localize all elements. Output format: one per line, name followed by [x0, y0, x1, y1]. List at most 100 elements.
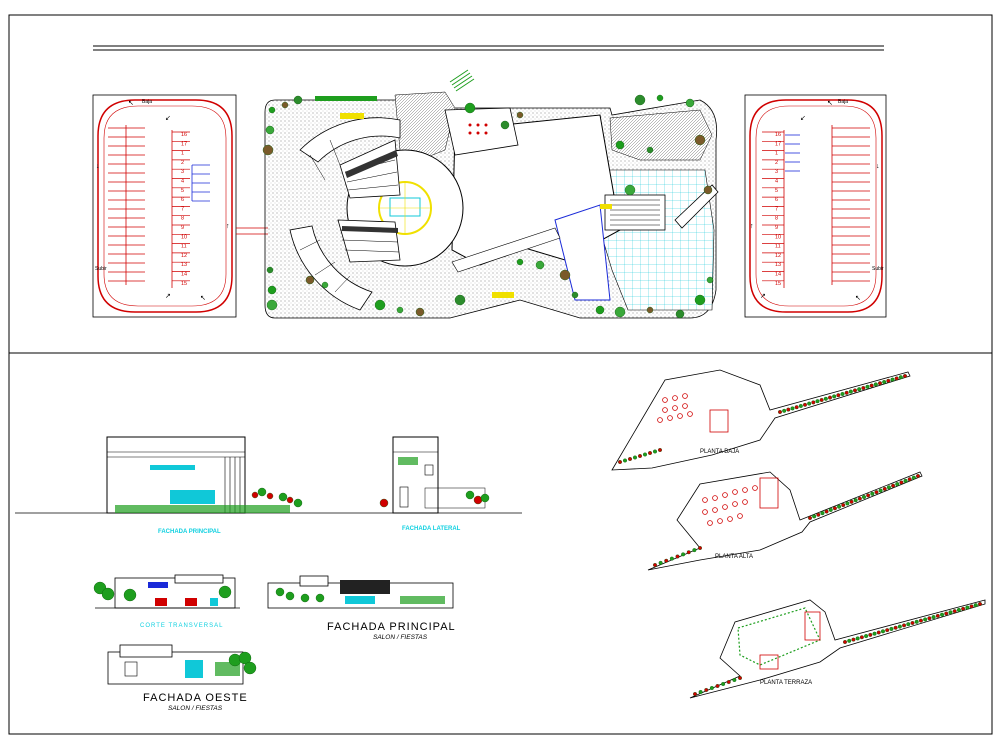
tree-icon [704, 688, 709, 693]
tree-icon [285, 591, 295, 601]
tree-icon [218, 585, 232, 599]
tree-icon [903, 478, 908, 483]
tree-icon [265, 125, 275, 135]
parking-space-number: 1 [181, 151, 184, 157]
table-icon [702, 509, 708, 515]
parking-space-number: 9 [775, 225, 778, 231]
label-fachada-oeste: FACHADA OESTE [143, 692, 248, 704]
parking-space-number: 3 [181, 169, 184, 175]
tree-icon [956, 607, 961, 612]
parking-space-number: 15 [775, 281, 781, 287]
tree-icon [669, 556, 674, 561]
parking-space-number: 14 [181, 272, 187, 278]
parking-space-number: 2 [181, 160, 184, 166]
tree-icon [732, 678, 737, 683]
label-corte-transversal: CORTE TRANSVERSAL [140, 623, 223, 629]
tree-icon [841, 503, 846, 508]
table-icon [732, 501, 738, 507]
elevation-oeste: FACHADA OESTE SALON / FIESTAS [107, 644, 257, 712]
tree-icon [293, 95, 303, 105]
tree-icon [940, 612, 945, 617]
parking-space-number: 11 [181, 244, 187, 250]
parking-space-number: 16 [181, 132, 187, 138]
tree-icon [889, 626, 894, 631]
tree-icon [965, 605, 970, 610]
tree-icon [623, 458, 628, 463]
tree-icon [778, 410, 783, 415]
tree-icon [686, 550, 691, 555]
parking-space-number: 17 [181, 141, 187, 147]
arrow-icon: ↖ [200, 295, 206, 302]
elevation-salon-principal: FACHADA PRINCIPAL SALON / FIESTAS [267, 575, 456, 641]
tree-icon [857, 387, 862, 392]
tree-icon [931, 615, 936, 620]
label-fachada-principal: FACHADA PRINCIPAL [158, 529, 221, 535]
tree-icon [646, 146, 654, 154]
table-icon [752, 485, 758, 491]
site-vegetation [262, 94, 714, 319]
parking-space-number: 12 [181, 253, 187, 259]
tree-icon [878, 488, 883, 493]
tree-icon [293, 498, 303, 508]
tree-icon [694, 134, 706, 146]
parking-space-number: 14 [775, 272, 781, 278]
tree-icon [251, 491, 259, 499]
tree-icon [952, 609, 957, 614]
table-icon [742, 499, 748, 505]
tree-icon [823, 396, 828, 401]
parking-left-tag-top: Baja [142, 99, 152, 105]
tree-icon [266, 299, 278, 311]
tree-icon [907, 477, 912, 482]
tree-icon [656, 94, 664, 102]
tree-icon [726, 680, 731, 685]
tree-icon [693, 692, 698, 697]
table-icon [722, 504, 728, 510]
arrow-icon: ↖ [827, 100, 833, 107]
tree-icon [628, 457, 633, 462]
tree-icon [969, 604, 974, 609]
tree-icon [646, 306, 654, 314]
tree-icon [815, 399, 820, 404]
tree-icon [812, 514, 817, 519]
tree-icon [658, 560, 663, 565]
arrow-icon: ↖ [128, 100, 134, 107]
tree-icon [675, 309, 685, 319]
tree-icon [516, 111, 524, 119]
arrow-icon: ↖ [855, 295, 861, 302]
tree-icon [824, 509, 829, 514]
tree-icon [698, 690, 703, 695]
tree-icon [266, 492, 274, 500]
tree-icon [808, 516, 813, 521]
tree-icon [267, 285, 277, 295]
tree-icon [862, 495, 867, 500]
tree-icon [935, 613, 940, 618]
tree-icon [535, 260, 545, 270]
arrow-icon: ↙ [800, 115, 806, 122]
tree-icon [880, 629, 885, 634]
tree-icon [315, 593, 325, 603]
parking-space-number: 6 [181, 197, 184, 203]
label-planta-terraza: PLANTA TERRAZA [760, 680, 812, 686]
tree-icon [798, 404, 803, 409]
parking-space-number: 6 [775, 197, 778, 203]
table-icon [722, 492, 728, 498]
tree-icon [873, 382, 878, 387]
table-icon [732, 489, 738, 495]
tree-icon [885, 628, 890, 633]
label-fachada-principal-salon: FACHADA PRINCIPAL [327, 621, 456, 633]
tree-icon [715, 684, 720, 689]
table-icon [657, 417, 663, 423]
tree-icon [782, 408, 787, 413]
table-icon [702, 497, 708, 503]
table-icon [687, 411, 693, 417]
tree-icon [653, 563, 658, 568]
tree-icon [855, 636, 860, 641]
label-planta-baja: PLANTA BAJA [700, 449, 739, 455]
plan-planta-terraza: PLANTA TERRAZA [689, 599, 986, 699]
tree-icon [675, 554, 680, 559]
tree-icon [396, 306, 404, 314]
table-icon [712, 495, 718, 501]
